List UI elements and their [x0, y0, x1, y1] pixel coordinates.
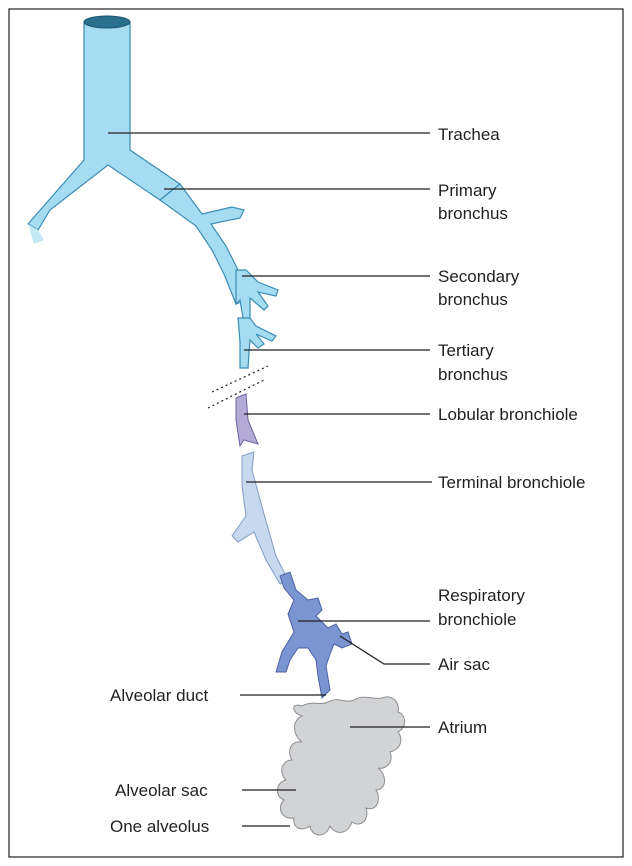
label-trachea: Trachea	[438, 125, 500, 144]
label-tertiary-line2: bronchus	[438, 365, 508, 384]
label-tertiary-line1: Tertiary	[438, 341, 494, 360]
label-respiratory-line1: Respiratory	[438, 586, 525, 605]
label-primary-line1: Primary	[438, 181, 497, 200]
label-air-sac: Air sac	[438, 655, 490, 674]
label-alveolar-duct: Alveolar duct	[110, 686, 209, 705]
label-secondary-line2: bronchus	[438, 290, 508, 309]
label-atrium: Atrium	[438, 718, 487, 737]
label-terminal-bronchiole: Terminal bronchiole	[438, 473, 585, 492]
trachea-lumen	[84, 16, 130, 28]
label-one-alveolus: One alveolus	[110, 817, 209, 836]
label-secondary-line1: Secondary	[438, 267, 520, 286]
label-respiratory-line2: bronchiole	[438, 610, 516, 629]
label-primary-line2: bronchus	[438, 204, 508, 223]
label-lobular-bronchiole: Lobular bronchiole	[438, 405, 578, 424]
label-alveolar-sac: Alveolar sac	[115, 781, 208, 800]
